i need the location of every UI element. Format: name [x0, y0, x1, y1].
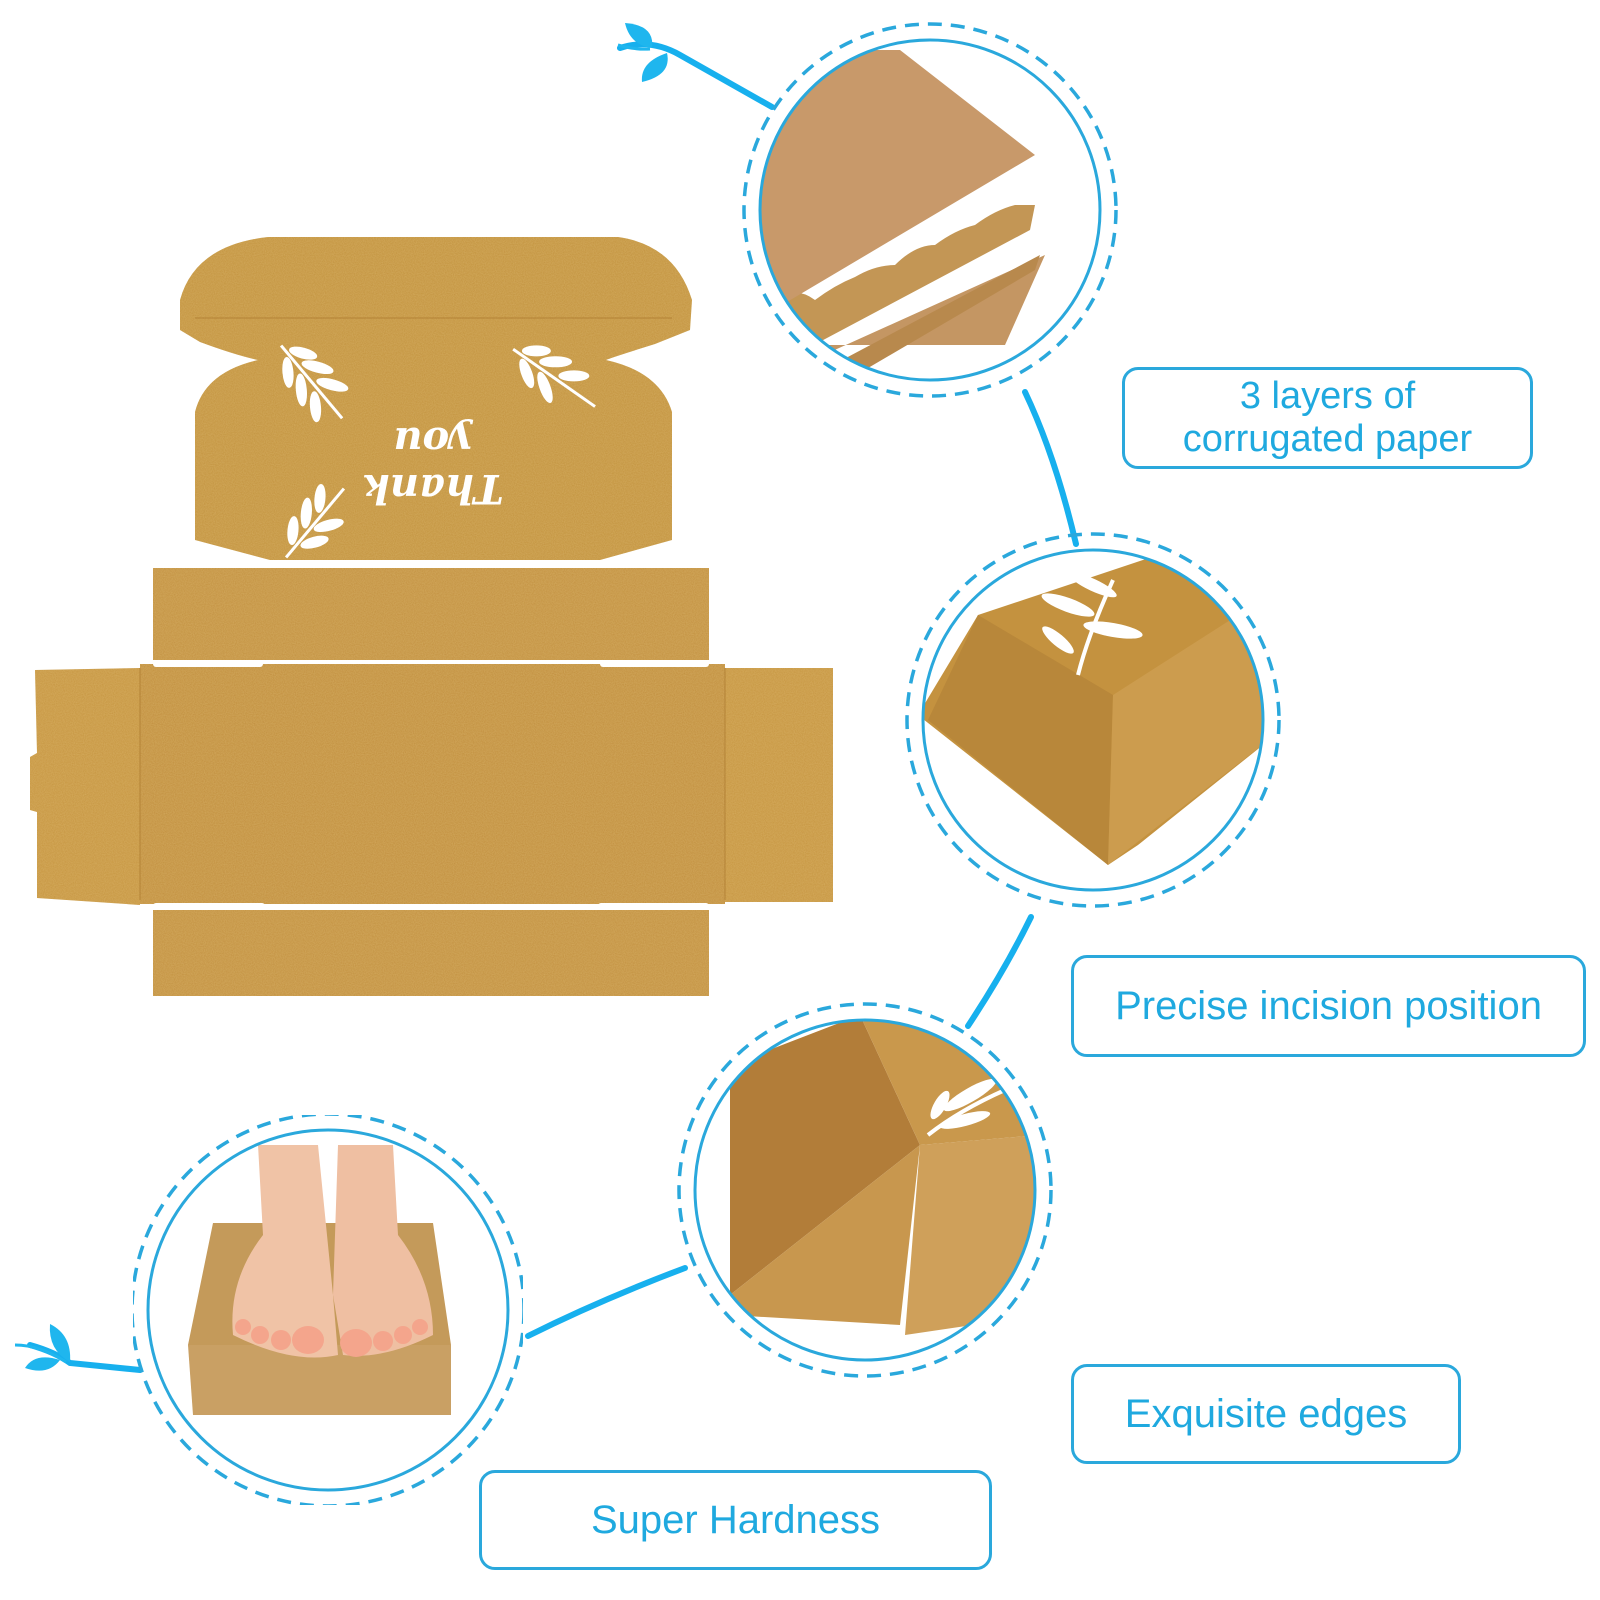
feature-label-corrugated-layers: 3 layers of corrugated paper: [1122, 367, 1533, 469]
feature-label-precise-incision: Precise incision position: [1071, 955, 1586, 1057]
connector-3-4: [525, 1265, 688, 1339]
circle-solid-ring: [758, 38, 1102, 382]
upper-wall-panel: [153, 568, 709, 660]
feature-label-exquisite-edges: Exquisite edges: [1071, 1364, 1461, 1464]
feature-label-line2: corrugated paper: [1182, 418, 1473, 460]
feature-image-corrugated-layers: [742, 22, 1118, 398]
feature-image-feet-on-box: [133, 1115, 523, 1505]
feature-label-line1: 3 layers of: [1239, 375, 1416, 418]
thank-you-print: Thank you: [362, 418, 504, 512]
connector-1-2: [1022, 389, 1079, 547]
sprout-icon: [617, 23, 668, 82]
circle-dashed-ring: [742, 22, 1118, 398]
leaf-sprig-decoration: [279, 344, 596, 559]
bottom-wall-panel: [153, 910, 709, 996]
left-side-flap: [30, 668, 140, 905]
sprout-icon: [14, 1324, 71, 1371]
connector-2-3: [965, 914, 1034, 1029]
feature-label-text: Precise incision position: [1115, 983, 1542, 1028]
feature-label-text: Exquisite edges: [1124, 1391, 1408, 1436]
feature-image-box-corner: [905, 532, 1281, 908]
base-panel: [140, 664, 725, 904]
feature-image-box-edges: [677, 1002, 1053, 1378]
feature-label-text: Super Hardness: [590, 1497, 881, 1542]
feature-label-super-hardness: Super Hardness: [479, 1470, 992, 1570]
right-side-flap: [725, 668, 833, 902]
